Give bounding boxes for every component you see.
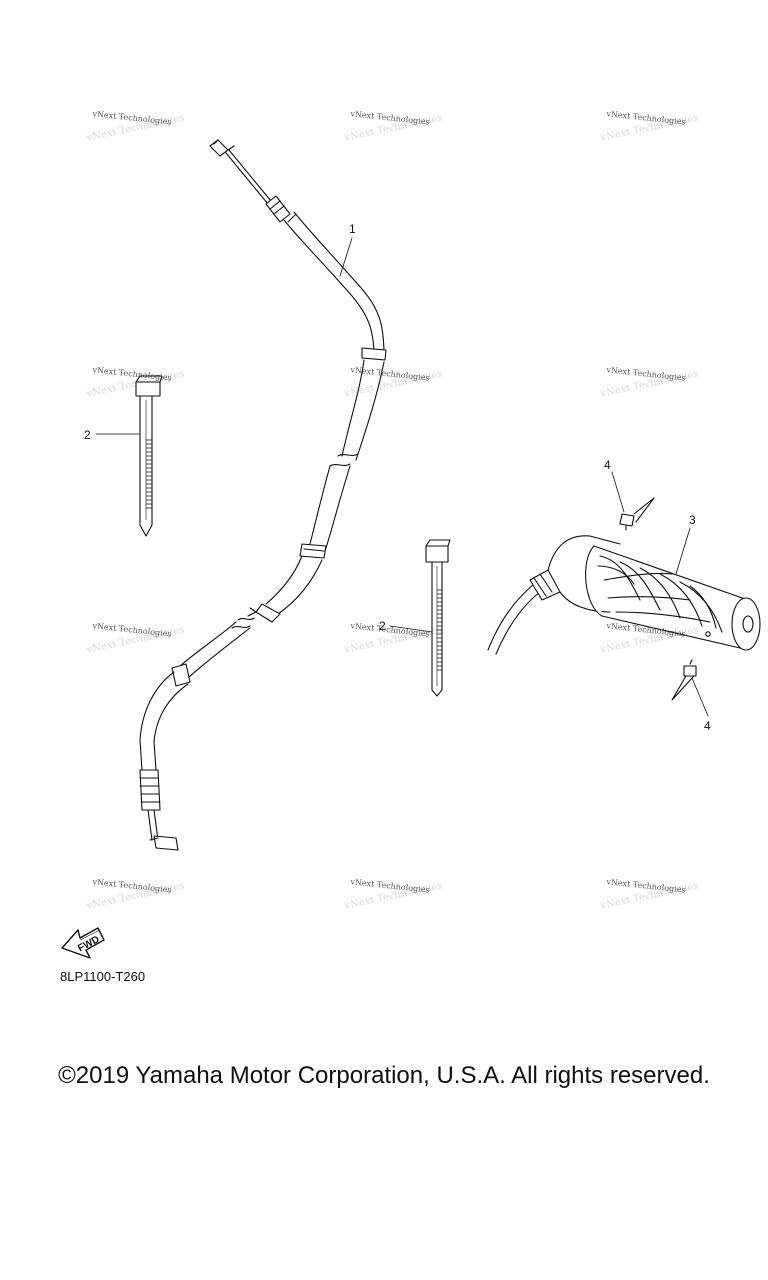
- handlebar-grip: [487, 535, 761, 655]
- callout-2-middle: 2: [379, 619, 386, 633]
- callout-2-left: 2: [84, 428, 91, 442]
- callout-4-upper: 4: [604, 458, 611, 472]
- grip-pin-upper: [619, 497, 655, 531]
- forward-direction-arrow-icon: FWD: [61, 927, 105, 959]
- grip-pin-lower: [671, 659, 697, 701]
- throttle-cable: [139, 139, 387, 851]
- callout-4-lower: 4: [704, 719, 711, 733]
- callout-1: 1: [349, 222, 356, 236]
- cable-tie-left: [135, 375, 163, 537]
- cable-tie-middle: [425, 539, 451, 697]
- callout-3: 3: [689, 513, 696, 527]
- copyright-notice: ©2019 Yamaha Motor Corporation, U.S.A. A…: [58, 1062, 710, 1089]
- diagram-code: 8LP1100-T260: [60, 969, 146, 984]
